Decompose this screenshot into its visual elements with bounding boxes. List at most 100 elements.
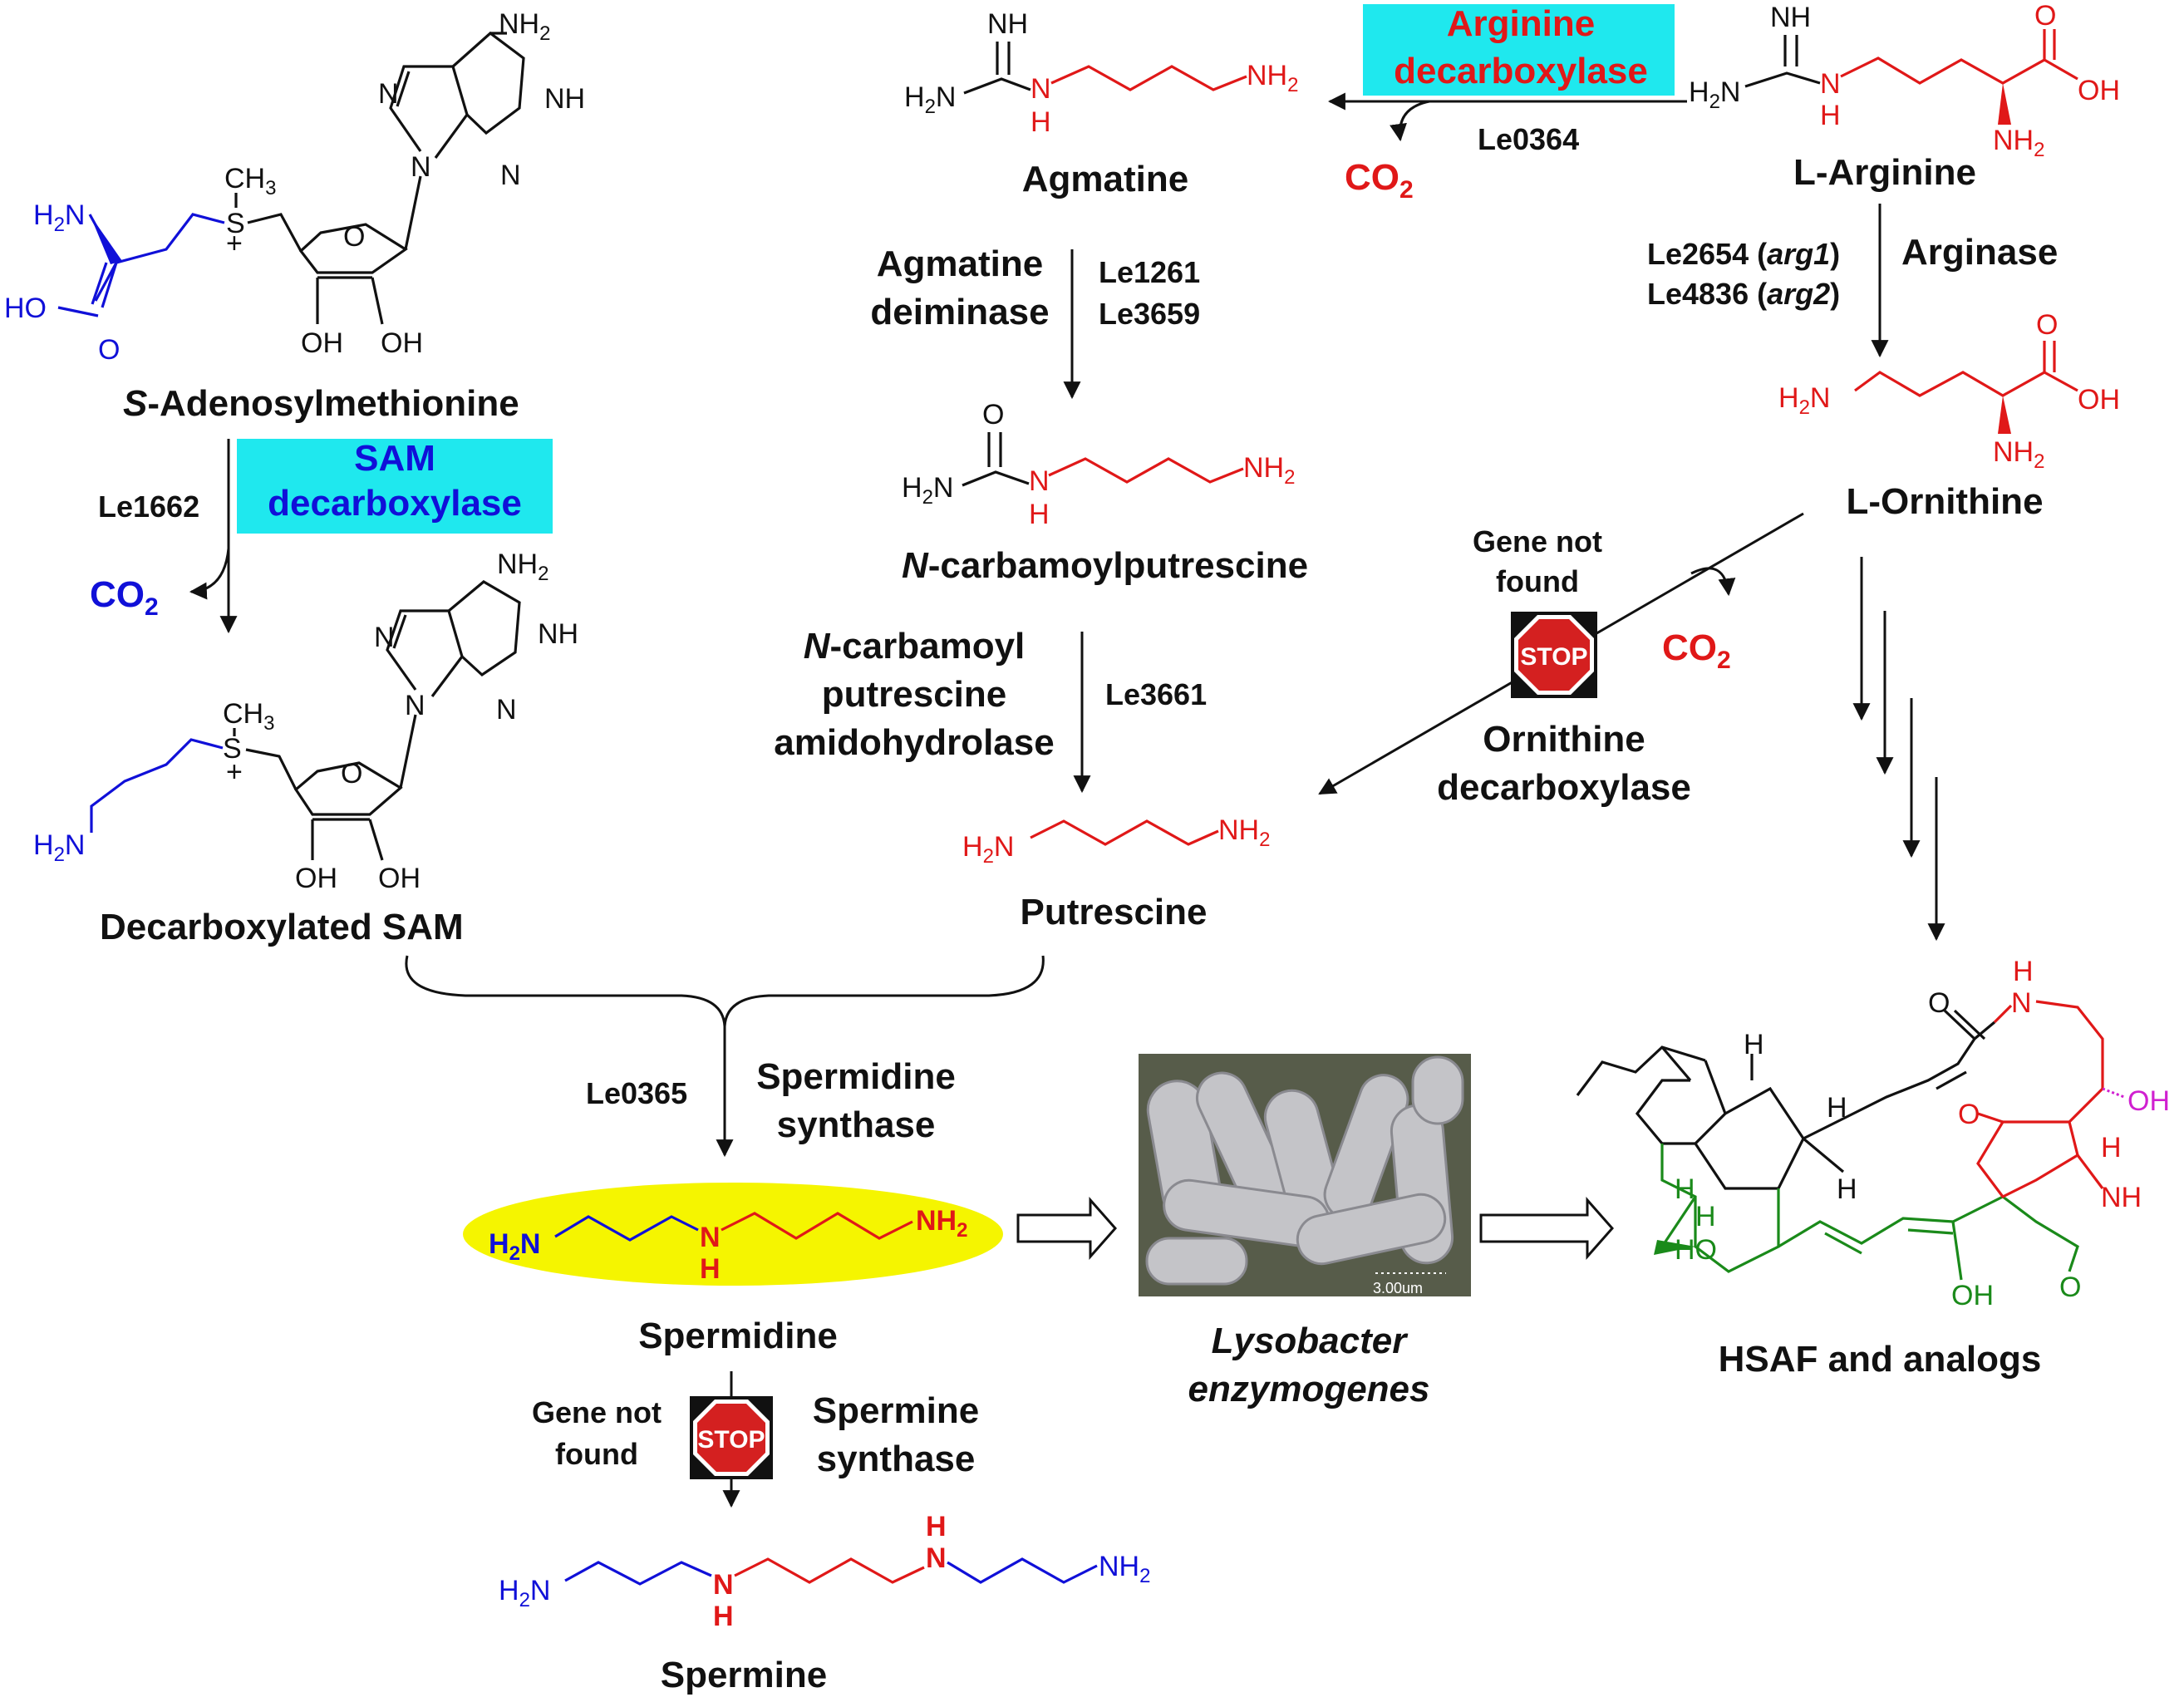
ornithine-label: L-Ornithine — [1846, 481, 2043, 522]
ornithine-structure: H2N O OH NH2 — [1778, 309, 2120, 473]
agmatine-label: Agmatine — [1022, 159, 1188, 199]
orn-missing-1: Gene not — [1473, 524, 1602, 558]
hsaf-lactam-o: O — [2059, 1272, 2081, 1303]
hollow-arrow-2 — [1479, 1197, 1615, 1260]
orn-co2-arrow — [1690, 567, 1736, 597]
dcsam-structure: H2N S + CH3 O OH OH N N NH N NH2 — [33, 549, 578, 894]
sam-dc-gene: Le1662 — [98, 489, 199, 524]
orn-missing-2: found — [1496, 564, 1579, 598]
ncp-amido-label-3: amidohydrolase — [774, 722, 1054, 763]
orn-alpha-nh2: NH2 — [1993, 436, 2044, 473]
ncp-o: O — [982, 399, 1004, 430]
arg-h2n: H2N — [1689, 76, 1740, 113]
ncp-nh-n: N — [1029, 465, 1050, 497]
arginase-gene-2: Le4836 (arg2) — [1647, 277, 1840, 311]
put-nh2: NH2 — [1218, 814, 1270, 851]
orn-carbonyl-o: O — [2036, 309, 2058, 341]
sam-nh: NH — [544, 83, 585, 115]
hsaf-oh-mag: OH — [2127, 1085, 2170, 1117]
put-h2n: H2N — [962, 831, 1014, 868]
ncp-amido-label-2: putrescine — [822, 674, 1007, 715]
merge-brace — [405, 955, 1045, 1027]
spm-syn-label-1: Spermine — [813, 1390, 980, 1431]
spd-h: H — [700, 1253, 721, 1285]
dcsam-label: Decarboxylated SAM — [100, 907, 464, 947]
arginine-structure: NH H2N N H O OH NH2 — [1689, 0, 2120, 161]
spd-syn-label-1: Spermidine — [756, 1056, 956, 1097]
sam-n9: N — [411, 151, 431, 183]
dcsam-oh1: OH — [295, 863, 337, 894]
svg-text:STOP: STOP — [1520, 643, 1587, 671]
arg-dc-gene: Le0364 — [1478, 122, 1579, 156]
hsaf-h3: H — [1837, 1173, 1857, 1205]
agm-imine: NH — [987, 8, 1028, 40]
ncp-nh2: NH2 — [1243, 452, 1295, 489]
putrescine-structure: H2N NH2 — [962, 814, 1270, 868]
orn-co2: CO2 — [1662, 627, 1731, 674]
sam-nh2: NH2 — [499, 8, 550, 45]
spermine-structure: H2N N H H N NH2 — [499, 1511, 1150, 1632]
sam-oh1: OH — [301, 327, 343, 359]
spm-missing-2: found — [555, 1437, 638, 1471]
spm-stop-sign: STOP — [690, 1396, 773, 1479]
arginase-label: Arginase — [1901, 232, 2058, 273]
spd-n: N — [700, 1222, 721, 1253]
sam-h2n: H2N — [33, 199, 85, 236]
hsaf-enol-oh: OH — [1951, 1280, 1994, 1311]
spd-h2n: H2N — [489, 1228, 540, 1265]
arg-nh-h: H — [1820, 100, 1841, 131]
agm-nh2: NH2 — [1247, 60, 1298, 96]
arginase-gene-1: Le2654 (arg1) — [1647, 237, 1840, 271]
hsaf-carbonyl-o: O — [1928, 987, 1950, 1019]
spm-n1: N — [713, 1569, 734, 1601]
hsaf-h5: H — [1695, 1201, 1716, 1232]
spm-h1: H — [713, 1601, 734, 1632]
dcsam-methyl: CH3 — [223, 698, 274, 735]
agm-deim-gene-1: Le1261 — [1099, 255, 1200, 289]
agm-nh-h: H — [1031, 106, 1051, 138]
agm-h2n: H2N — [904, 81, 956, 118]
arg-alpha-nh2: NH2 — [1993, 125, 2044, 161]
sam-plus: + — [226, 228, 243, 259]
ncp-amido-gene: Le3661 — [1105, 677, 1207, 711]
arg-dc-label-2: decarboxylase — [1394, 51, 1648, 91]
agmatine-structure: NH H2N N H NH2 — [904, 8, 1298, 138]
spermidine-label: Spermidine — [638, 1316, 838, 1356]
spm-h2: H — [926, 1511, 947, 1542]
dcsam-oh2: OH — [378, 863, 421, 894]
orn-stop-sign: STOP — [1511, 612, 1597, 698]
spm-missing-1: Gene not — [532, 1395, 662, 1429]
sam-methyl: CH3 — [224, 163, 276, 199]
spd-nh2: NH2 — [916, 1205, 967, 1242]
sam-label: S-Adenosylmethionine — [123, 383, 519, 424]
ncp-label: N-carbamoylputrescine — [902, 545, 1308, 586]
sam-carbonyl-o: O — [98, 334, 120, 366]
hollow-arrow-1 — [1016, 1197, 1118, 1260]
orn-dc-label-2: decarboxylase — [1437, 767, 1691, 808]
dcsam-n7: N — [374, 622, 395, 653]
organism-label-2: enzymogenes — [1188, 1369, 1430, 1409]
hsaf-structure: H O H H H H HO OH O N H O NH H OH — [1576, 956, 2170, 1311]
micrograph-scale: 3.00um — [1373, 1280, 1423, 1296]
dcsam-nh: NH — [538, 618, 578, 650]
arg-nh-n: N — [1820, 68, 1841, 100]
arg-co2: CO2 — [1345, 157, 1414, 204]
arg-carbonyl-o: O — [2034, 0, 2056, 32]
hsaf-nh: NH — [2101, 1182, 2142, 1213]
spm-h2n: H2N — [499, 1575, 550, 1611]
spd-syn-label-2: synthase — [777, 1104, 936, 1145]
spermidine-structure: H2N N H NH2 — [489, 1205, 967, 1285]
sam-dc-highlight — [237, 439, 553, 534]
arginine-label: L-Arginine — [1793, 152, 1976, 193]
hsaf-h4: H — [1675, 1173, 1695, 1205]
dcsam-ring-o: O — [341, 758, 362, 790]
hsaf-keto-o: O — [1958, 1099, 1980, 1130]
spermidine-highlight — [463, 1183, 1003, 1286]
sam-oh2: OH — [381, 327, 423, 359]
agm-nh-n: N — [1031, 73, 1051, 105]
agm-deim-label-1: Agmatine — [877, 244, 1043, 284]
hsaf-ho: HO — [1675, 1234, 1717, 1266]
sam-co2: CO2 — [90, 574, 159, 621]
